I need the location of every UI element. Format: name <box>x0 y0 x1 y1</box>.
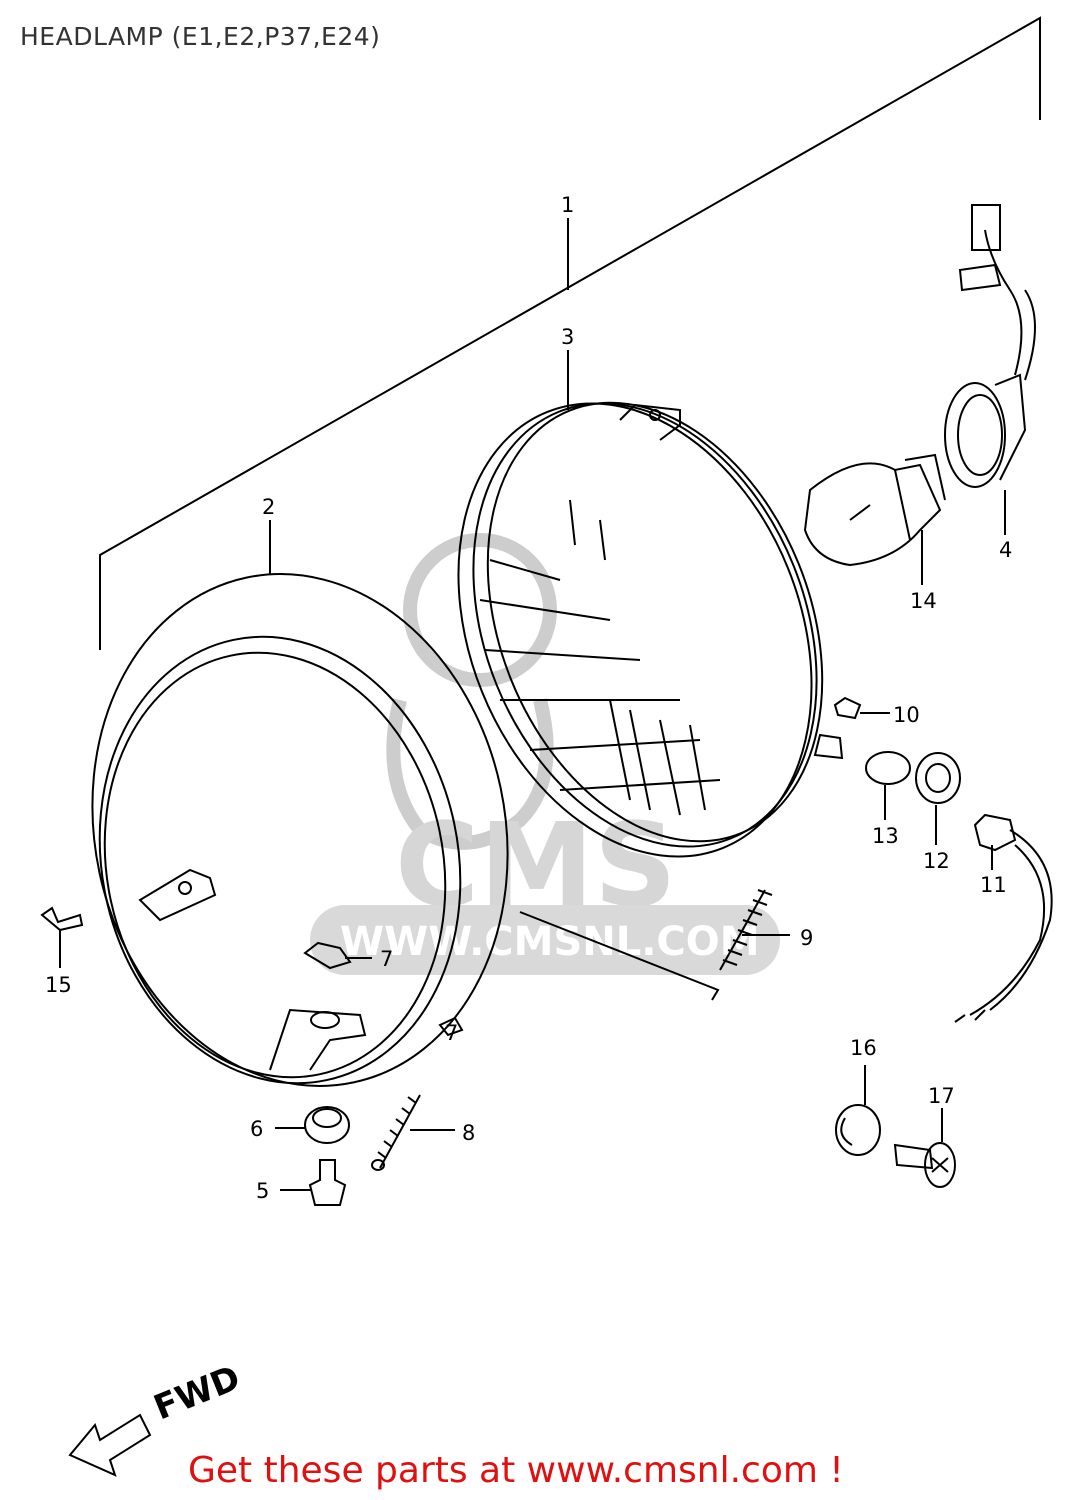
headlamp-rim-part-2 <box>91 573 509 1087</box>
callout-5: 5 <box>256 1179 269 1203</box>
callout-15: 15 <box>45 973 72 997</box>
grommet-part-6 <box>304 1106 350 1144</box>
nut-part-7-lower <box>438 1016 464 1037</box>
callout-7-lower: 7 <box>445 1021 458 1045</box>
fwd-label: FWD <box>148 1358 245 1428</box>
callout-14: 14 <box>910 589 937 613</box>
callout-8: 8 <box>462 1121 475 1145</box>
nut-part-16 <box>835 1104 881 1156</box>
spring-guide-line <box>519 911 720 1001</box>
clip-part-10 <box>833 696 862 720</box>
callout-3: 3 <box>561 325 574 349</box>
callout-10: 10 <box>893 703 920 727</box>
callout-4: 4 <box>999 538 1012 562</box>
callout-16: 16 <box>850 1036 877 1060</box>
footer-link-text[interactable]: Get these parts at www.cmsnl.com ! <box>188 1450 844 1491</box>
callout-9: 9 <box>800 926 813 950</box>
position-bulb-part-13 <box>865 751 911 785</box>
fwd-arrow-icon <box>68 1413 152 1477</box>
nut-part-7-upper <box>303 941 352 970</box>
bulb-socket-part-4 <box>944 204 1036 488</box>
grommet-part-12 <box>915 752 961 804</box>
assembly-bracket-line <box>99 16 1041 650</box>
callout-11: 11 <box>980 873 1007 897</box>
callout-6: 6 <box>250 1117 263 1141</box>
screw-part-8 <box>371 1094 421 1171</box>
callout-12: 12 <box>923 849 950 873</box>
main-bulb-part-14 <box>803 453 946 567</box>
screw-part-15 <box>40 906 84 932</box>
bolt-part-17 <box>893 1142 956 1188</box>
callout-17: 17 <box>928 1084 955 1108</box>
position-socket-part-11 <box>954 813 1053 1023</box>
watermark-url-text: WWW.CMSNL.COM <box>340 919 760 965</box>
headlamp-unit-part-3 <box>457 401 844 858</box>
page-title: HEADLAMP (E1,E2,P37,E24) <box>20 22 381 51</box>
callout-7-upper: 7 <box>380 947 393 971</box>
callout-1: 1 <box>561 193 574 217</box>
spring-part-9 <box>719 889 773 971</box>
callout-13: 13 <box>872 824 899 848</box>
callout-2: 2 <box>262 495 275 519</box>
bolt-part-5 <box>308 1159 347 1206</box>
